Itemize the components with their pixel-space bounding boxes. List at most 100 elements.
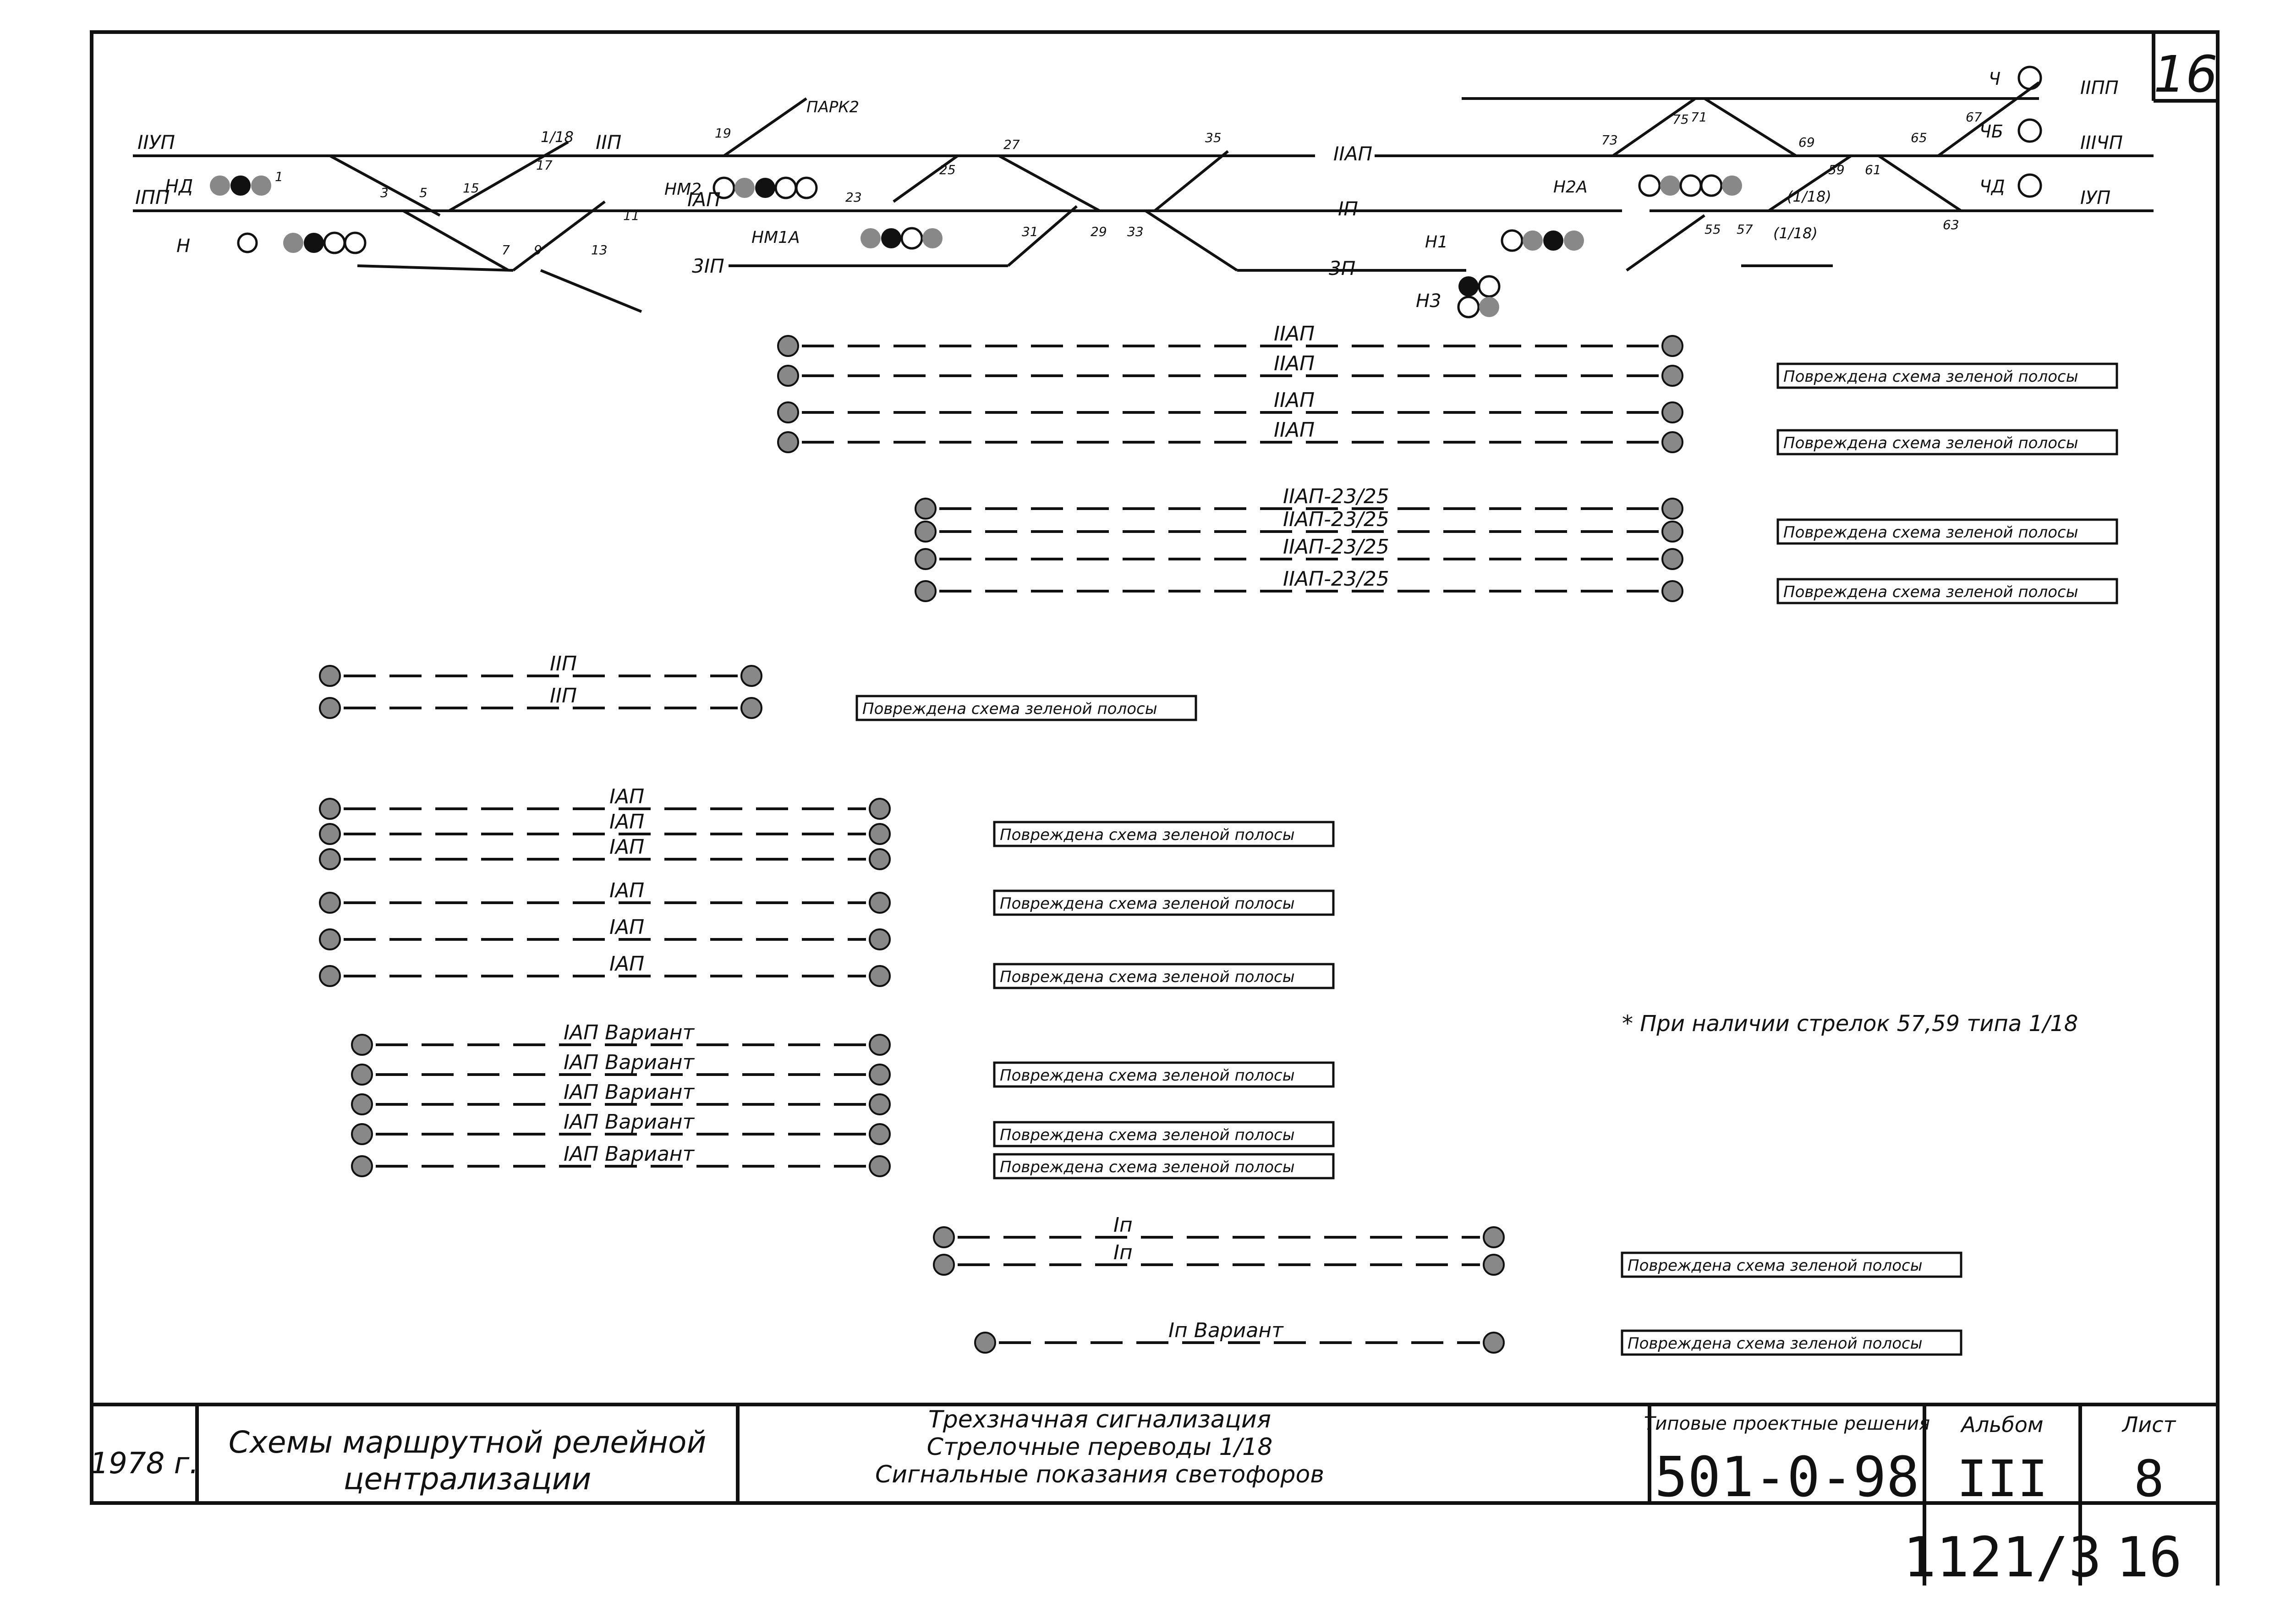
switch-number: 33 <box>1127 224 1144 239</box>
switch-number: 35 <box>1205 130 1222 145</box>
sheet-frame <box>90 30 2220 1586</box>
corner-number: 16 <box>2154 45 2218 104</box>
damage-box <box>1621 1251 1962 1278</box>
signal-lamp-icon <box>319 965 341 987</box>
route-label: IIАП <box>1274 389 1315 412</box>
signal-label: НМ2 <box>664 180 702 199</box>
route-row: IАП Вариант <box>351 1021 891 1056</box>
desc-line1: Трехзначная сигнализация <box>928 1406 1271 1433</box>
signal-lamp-icon <box>319 665 341 687</box>
year: 1978 г. <box>90 1447 198 1481</box>
signal-lamp-icon <box>933 1254 955 1276</box>
switch-number: 3 <box>380 185 389 200</box>
typical-code: 501-0-98 <box>1655 1446 1919 1509</box>
switch-number: 63 <box>1943 217 1959 232</box>
album-value: III <box>1957 1449 2048 1508</box>
signal-label: Н <box>176 236 190 257</box>
route-label: IIАП-23/25 <box>1283 508 1389 531</box>
damage-box <box>1776 578 2118 604</box>
bottom-number-left: 1121/3 <box>1903 1526 2101 1590</box>
signal-lamp-icon <box>1661 521 1683 543</box>
signal-n1-icon <box>1501 229 1584 252</box>
signal-lamp-icon <box>869 848 891 870</box>
switch-number: 23 <box>845 190 862 205</box>
signal-labels: НД Н НМ2 НМ1А Н2А Н1 Н3 Ч ЧБ ЧД <box>165 69 2005 312</box>
signal-lamp-icon <box>351 1093 373 1115</box>
damage-label: Повреждена схема зеленой полосы <box>1000 1066 1295 1085</box>
switch-number: 67 <box>1966 110 1982 125</box>
switch-number: 61 <box>1865 162 1881 177</box>
signal-lamp-icon <box>915 521 937 543</box>
route-label: IАП Вариант <box>564 1081 695 1104</box>
route-label: IАП Вариант <box>564 1021 695 1044</box>
track-label: 3IП <box>692 255 724 277</box>
route-label: IIП <box>550 652 577 675</box>
signal-lamp-icon <box>740 697 762 719</box>
switch-number: 17 <box>536 158 553 173</box>
signal-lamp-icon <box>740 665 762 687</box>
signal-n3-icon <box>1457 275 1501 318</box>
signal-lamp-icon <box>1661 335 1683 357</box>
switch-number: 75 <box>1672 112 1689 127</box>
track-label: ПАРК2 <box>806 98 859 116</box>
damage-label: Повреждена схема зеленой полосы <box>1628 1256 1923 1275</box>
signal-lamp-icon <box>351 1064 373 1086</box>
damage-box <box>993 889 1335 916</box>
signal-lamp-icon <box>869 1155 891 1177</box>
damage-label: Повреждена схема зеленой полосы <box>1783 368 2078 386</box>
track-label: IП <box>1338 198 1358 220</box>
track-label: IУП <box>2080 187 2110 208</box>
route-row: IАП Вариант <box>351 1081 891 1115</box>
signal-nm1a-icon <box>860 227 943 250</box>
signal-lamp-icon <box>1483 1226 1505 1248</box>
route-row: IАП <box>319 916 891 950</box>
switch-number: 13 <box>591 242 608 258</box>
signal-lamp-icon <box>1661 401 1683 423</box>
signal-lamp-icon <box>351 1155 373 1177</box>
route-label: IIАП <box>1274 418 1315 442</box>
signal-nd-icon <box>210 176 271 196</box>
switch-number: 31 <box>1022 224 1038 239</box>
switch-number: 9 <box>534 242 542 258</box>
route-row: Iп <box>933 1213 1505 1248</box>
switch-number: 25 <box>939 162 956 177</box>
route-label: IIАП-23/25 <box>1283 567 1389 591</box>
route-label: IАП <box>609 785 644 808</box>
route-label: Iп Вариант <box>1168 1319 1284 1342</box>
switch-number: 7 <box>502 242 510 258</box>
signal-label: НМ1А <box>751 228 800 247</box>
signal-lamp-icon <box>869 1064 891 1086</box>
switch-type-labels: 1/18 (1/18) (1/18) <box>541 128 1831 242</box>
signal-lamp-icon <box>319 892 341 914</box>
damage-box <box>993 821 1335 847</box>
route-label: IIАП-23/25 <box>1283 485 1389 508</box>
damage-box <box>1776 429 2118 455</box>
track-labels: IIУП IПП IIП IАП 3IП IIАП IП 3П IIIЧП IУ… <box>135 77 2123 280</box>
damage-box <box>993 963 1335 989</box>
signal-lamp-icon <box>869 1034 891 1056</box>
signal-label: Н3 <box>1416 291 1441 312</box>
signal-lamp-icon <box>915 548 937 570</box>
signal-lamp-icon <box>1483 1332 1505 1354</box>
switch-number: 5 <box>419 185 428 200</box>
damage-label: Повреждена схема зеленой полосы <box>1783 583 2078 601</box>
switch-number: 73 <box>1601 132 1618 148</box>
route-label: IIАП <box>1274 322 1315 346</box>
damage-label: Повреждена схема зеленой полосы <box>1628 1334 1923 1353</box>
switch-number: 65 <box>1911 130 1927 145</box>
switch-number: 57 <box>1737 222 1753 237</box>
damage-label: Повреждена схема зеленой полосы <box>862 700 1157 718</box>
route-label: IАП Вариант <box>564 1142 695 1166</box>
signal-n2a-icon <box>1638 174 1742 197</box>
signal-label: ЧД <box>1979 176 2005 197</box>
switch-number: 1 <box>275 169 283 184</box>
signal-lamp-icon <box>1483 1254 1505 1276</box>
footnote: * При наличии стрелок 57,59 типа 1/18 <box>1622 1011 2078 1037</box>
route-label: IIАП-23/25 <box>1283 535 1389 559</box>
damage-box <box>1776 362 2118 389</box>
track-label: IIIЧП <box>2080 132 2123 154</box>
